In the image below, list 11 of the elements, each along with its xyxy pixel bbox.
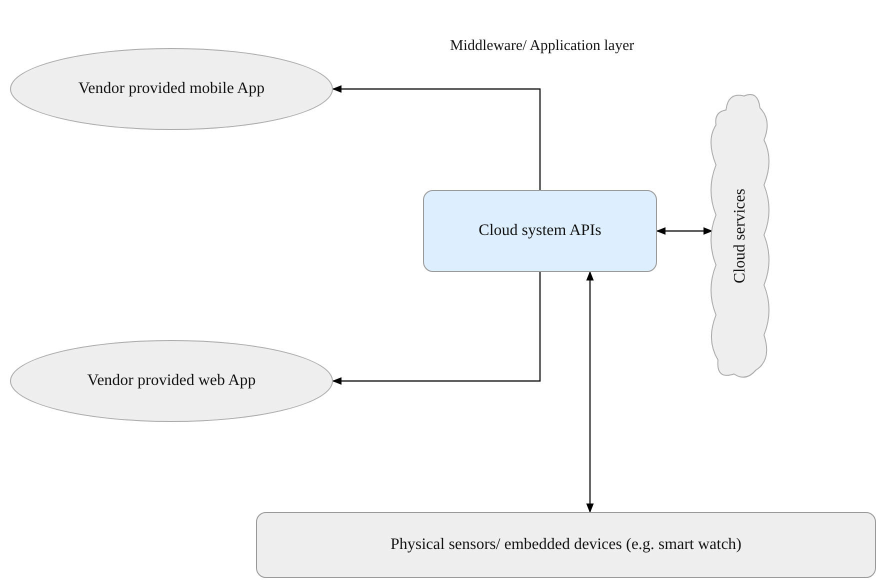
- arrow: [586, 271, 594, 513]
- arrow: [332, 85, 541, 190]
- process-box: [256, 512, 876, 578]
- node-label: Cloud system APIs: [478, 221, 602, 242]
- node-label: Vendor provided mobile App: [77, 79, 266, 100]
- layer-title: Middleware/ Application layer: [450, 38, 634, 55]
- arrow: [656, 227, 713, 235]
- node-label: Vendor provided web App: [86, 371, 257, 392]
- node-label: Physical sensors/ embedded devices (e.g. smart watch): [389, 535, 742, 556]
- arrow: [332, 272, 541, 385]
- process-box: [423, 190, 657, 272]
